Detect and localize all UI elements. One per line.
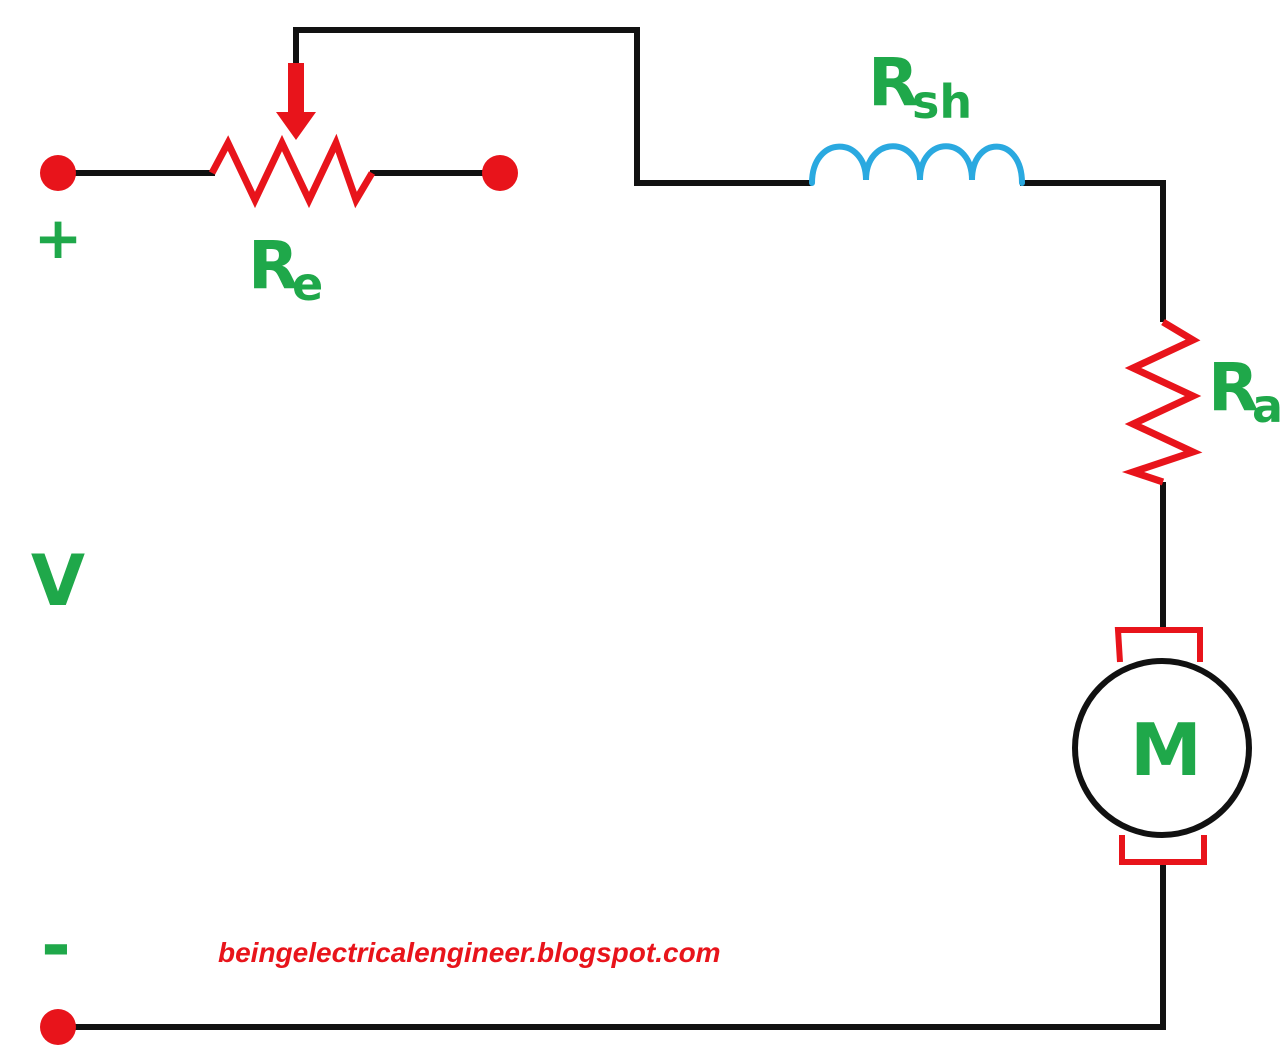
svg-text:sh: sh xyxy=(912,75,972,129)
re-label: R e xyxy=(248,227,323,311)
ra-label: R a xyxy=(1208,349,1280,433)
svg-text:R: R xyxy=(868,44,919,121)
voltage-label: V xyxy=(31,540,85,622)
wiper-arrow-icon xyxy=(276,63,316,140)
wire-wiper-loop xyxy=(293,27,812,186)
svg-text:a: a xyxy=(1252,379,1280,433)
dc-motor-icon: M xyxy=(1072,627,1252,865)
wires xyxy=(58,27,1166,1030)
plus-label: + xyxy=(34,204,83,272)
resistor-icon xyxy=(1121,318,1203,486)
motor-label: M xyxy=(1130,708,1202,792)
terminal-dot-icon xyxy=(482,155,518,191)
terminal-dot-icon xyxy=(40,1009,76,1045)
variable-resistor-icon xyxy=(208,133,376,209)
minus-label: - xyxy=(41,903,71,987)
inductor-coil-icon xyxy=(809,143,1025,186)
motor-circle xyxy=(1072,658,1252,838)
wire-motor-to-return xyxy=(58,865,1166,1030)
terminal-dot-icon xyxy=(40,155,76,191)
motor-bottom-brush xyxy=(1119,835,1207,865)
watermark-text: beingelectricalengineer.blogspot.com xyxy=(218,937,721,968)
rsh-label: R sh xyxy=(868,44,972,129)
motor-top-brush xyxy=(1114,627,1203,663)
svg-text:e: e xyxy=(292,257,323,311)
svg-text:R: R xyxy=(248,227,299,304)
svg-text:R: R xyxy=(1208,349,1259,426)
wire-inductor-to-ra xyxy=(1020,180,1166,322)
